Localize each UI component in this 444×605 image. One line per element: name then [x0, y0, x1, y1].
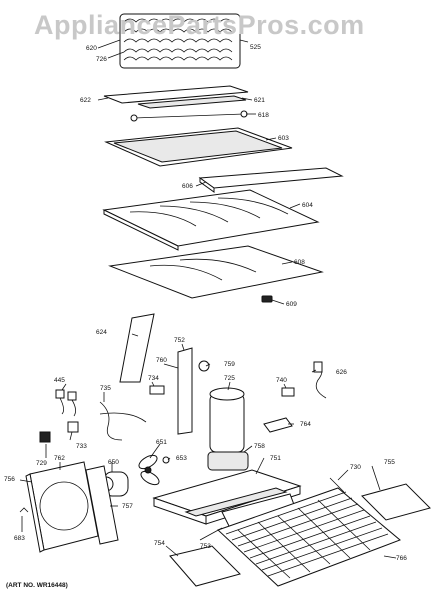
panel-755 — [361, 483, 431, 521]
leader-lines — [19, 39, 397, 559]
fan-blade-651 — [138, 454, 160, 486]
evaporator-coil — [119, 13, 241, 69]
overload-740 — [281, 387, 295, 397]
callout-755: 755 — [384, 459, 395, 466]
relay-734 — [149, 385, 165, 395]
callout-757: 757 — [122, 503, 133, 510]
harness-735 — [99, 401, 147, 441]
condenser-tube-730 — [329, 477, 345, 493]
callout-735: 735 — [100, 385, 111, 392]
callout-759: 759 — [224, 361, 235, 368]
callout-603: 603 — [278, 135, 289, 142]
plate-754 — [169, 545, 241, 587]
callout-609: 609 — [286, 301, 297, 308]
capacitor-729 — [39, 431, 51, 443]
callout-525: 525 — [250, 44, 261, 51]
callout-624: 624 — [96, 329, 107, 336]
compressor-725 — [207, 387, 249, 471]
callout-650: 650 — [108, 459, 119, 466]
callout-753: 753 — [200, 543, 211, 550]
callout-621: 621 — [254, 97, 265, 104]
callout-730: 730 — [350, 464, 361, 471]
harness-445 — [55, 389, 77, 417]
callout-653: 653 — [176, 455, 187, 462]
shroud-762 — [25, 461, 99, 553]
callout-604: 604 — [302, 202, 313, 209]
callout-620: 620 — [86, 45, 97, 52]
callout-754: 754 — [154, 540, 165, 547]
callout-733: 733 — [76, 443, 87, 450]
bracket-752 — [177, 347, 193, 435]
callout-608: 608 — [294, 259, 305, 266]
condenser-766 — [217, 487, 401, 587]
callout-626: 626 — [336, 369, 347, 376]
callout-734: 734 — [148, 375, 159, 382]
callout-762: 762 — [54, 455, 65, 462]
duct-624 — [119, 313, 155, 383]
cover-764 — [263, 417, 293, 433]
tube-618 — [133, 113, 245, 119]
callout-618: 618 — [258, 112, 269, 119]
callout-622: 622 — [80, 97, 91, 104]
callout-683: 683 — [14, 535, 25, 542]
evaporator-cover-622 — [103, 85, 249, 104]
callout-726: 726 — [96, 56, 107, 63]
drain-pan-608 — [108, 245, 324, 299]
callout-445: 445 — [54, 377, 65, 384]
nut-653 — [162, 456, 170, 464]
panel-604 — [102, 189, 320, 251]
callout-751: 751 — [270, 455, 281, 462]
rail-758 — [184, 487, 288, 517]
callout-760: 760 — [156, 357, 167, 364]
thermostat-733 — [67, 421, 79, 433]
callout-725: 725 — [224, 375, 235, 382]
callout-606: 606 — [182, 183, 193, 190]
callout-752: 752 — [174, 337, 185, 344]
callout-758: 758 — [254, 443, 265, 450]
heater-621 — [137, 95, 247, 109]
screw-683 — [19, 507, 29, 513]
art-number: (ART NO. WR16448) — [6, 582, 68, 589]
callout-740: 740 — [276, 377, 287, 384]
shelf-603 — [104, 127, 293, 167]
callout-729: 729 — [36, 460, 47, 467]
callout-651: 651 — [156, 439, 167, 446]
channel-606 — [198, 167, 344, 189]
callout-766: 766 — [396, 555, 407, 562]
baffle-757 — [85, 465, 119, 545]
callout-labels: 620 726 525 622 621 618 603 606 604 608 … — [4, 44, 407, 562]
callout-764: 764 — [300, 421, 311, 428]
callout-756: 756 — [4, 476, 15, 483]
grommet-759 — [198, 360, 210, 372]
clip-609 — [261, 295, 273, 303]
